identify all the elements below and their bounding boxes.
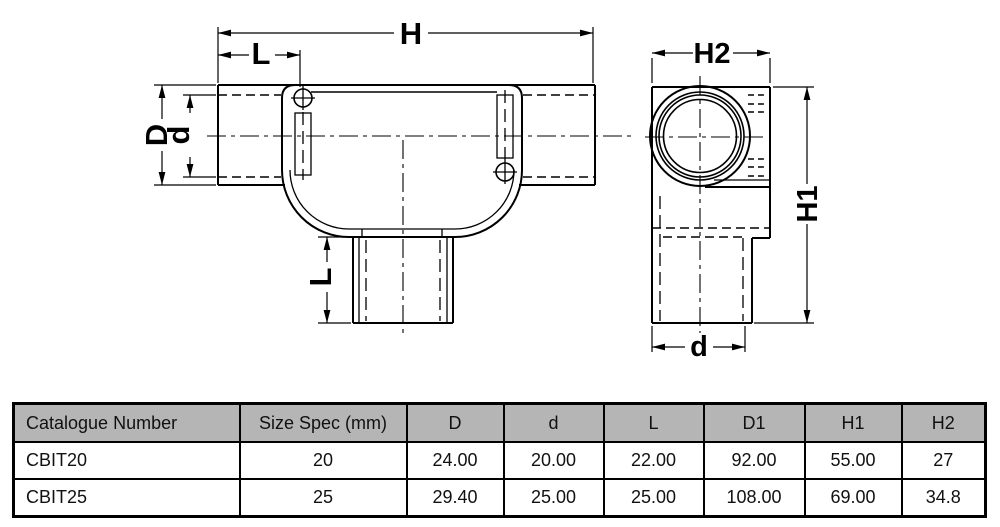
spec-table: Catalogue Number Size Spec (mm) D d L D1… (12, 402, 987, 518)
side-view: H2 H1 d (645, 38, 824, 363)
dimension-label-outer-diameter: D (139, 124, 174, 146)
front-view: H L D d (139, 16, 633, 336)
technical-drawing: H L D d (139, 16, 824, 363)
cell-catalogue-number: CBIT20 (12, 441, 241, 480)
cell-h1: 55.00 (803, 441, 903, 480)
dimension-h1: H1 (754, 86, 824, 324)
cell-d1: 92.00 (702, 441, 806, 480)
cell-l: 22.00 (602, 441, 705, 480)
cell-h2: 34.8 (900, 478, 987, 518)
header-cell-l: L (602, 402, 705, 443)
dimension-d-side: d (651, 326, 746, 363)
front-outline (217, 84, 596, 324)
cell-l: 25.00 (602, 478, 705, 518)
header-cell-d1: D1 (702, 402, 806, 443)
screw-right-icon (493, 160, 517, 184)
cell-d-lower: 25.00 (502, 478, 605, 518)
header-cell-size-spec: Size Spec (mm) (238, 402, 408, 443)
header-cell-d-lower: d (502, 402, 605, 443)
cell-h1: 69.00 (803, 478, 903, 518)
table-row: CBIT25 25 29.40 25.00 25.00 108.00 69.00… (12, 478, 987, 518)
header-cell-d-upper: D (405, 402, 505, 443)
dimension-l-branch: L (303, 236, 351, 324)
table-header-row: Catalogue Number Size Spec (mm) D d L D1… (12, 402, 987, 443)
dimension-label-inner-diameter: d (161, 126, 196, 145)
dimension-h2: H2 (651, 38, 771, 83)
header-cell-h1: H1 (803, 402, 903, 443)
side-outline (649, 85, 771, 324)
dimension-l-top: L (218, 36, 301, 87)
dimension-label-h1: H1 (792, 185, 824, 222)
header-cell-catalogue-number: Catalogue Number (12, 402, 241, 443)
dimension-label-l-top: L (252, 36, 271, 71)
cell-d-lower: 20.00 (502, 441, 605, 480)
dimension-label-h2: H2 (693, 38, 730, 70)
cell-d1: 108.00 (702, 478, 806, 518)
dimension-h: H (217, 16, 594, 83)
cell-h2: 27 (900, 441, 987, 480)
dimension-label-h: H (400, 16, 422, 51)
dimension-inner-diameter: d (161, 94, 216, 178)
dimension-label-d-side: d (690, 331, 708, 363)
cell-d-upper: 29.40 (405, 478, 505, 518)
dimension-label-l-branch: L (303, 268, 338, 287)
cell-size-spec: 20 (238, 441, 408, 480)
side-hidden-lines (652, 94, 770, 321)
header-cell-h2: H2 (900, 402, 987, 443)
cell-size-spec: 25 (238, 478, 408, 518)
screw-left-icon (291, 86, 315, 110)
dimension-outer-diameter: D (139, 84, 216, 186)
front-hidden-lines (218, 94, 595, 321)
table-row: CBIT20 20 24.00 20.00 22.00 92.00 55.00 … (12, 441, 987, 480)
cell-catalogue-number: CBIT25 (12, 478, 241, 518)
cell-d-upper: 24.00 (405, 441, 505, 480)
